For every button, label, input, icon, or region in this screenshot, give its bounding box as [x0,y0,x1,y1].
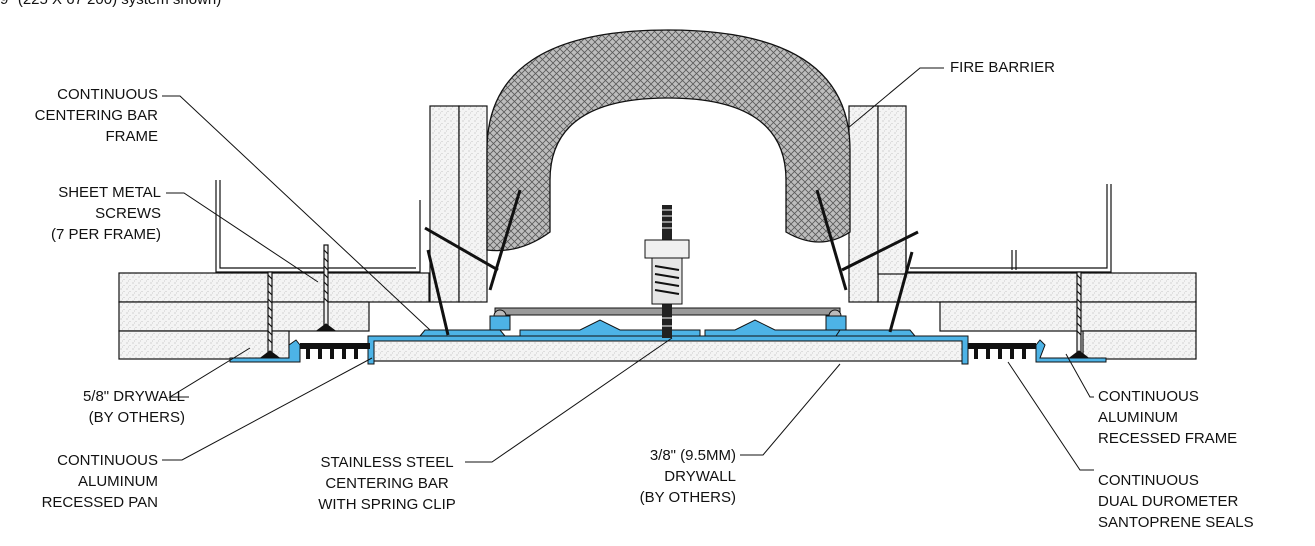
label-drywall-3-8: 3/8" (9.5MM) DRYWALL (BY OTHERS) [639,447,736,506]
label-drywall-5-8: 5/8" DRYWALL (BY OTHERS) [82,388,185,426]
drywall-left [118,272,430,360]
drywall-right [877,272,1197,360]
aluminum-recessed-frame-right [1035,339,1107,363]
fire-barrier [486,29,851,252]
seals-right [968,343,1036,359]
leader-lines [162,67,1094,471]
label-recessed-frame: CONTINUOUS ALUMINUM RECESSED FRAME [1098,388,1238,447]
aluminum-pan [367,319,969,365]
label-fire-barrier: FIRE BARRIER [950,59,1056,76]
seals-left [300,343,370,359]
label-centering-bar-frame: CONTINUOUS CENTERING BAR FRAME [34,86,158,145]
screws [260,189,1089,358]
wall-drywall-left [429,105,488,303]
metal-studs [215,180,1112,273]
label-sheet-metal-screws: SHEET METAL SCREWS (7 PER FRAME) [50,184,161,243]
label-recessed-pan: CONTINUOUS ALUMINUM RECESSED PAN [41,452,158,511]
threaded-rod [644,205,690,338]
label-seals: CONTINUOUS DUAL DUROMETER SANTOPRENE SEA… [1098,472,1254,531]
figure-caption: 9" (225 X 67 200) system shown) [0,0,221,8]
wall-drywall-right [848,105,907,303]
label-stainless-bar: STAINLESS STEEL CENTERING BAR WITH SPRIN… [318,454,456,513]
drywall-3-8-panel [371,338,965,362]
aluminum-recessed-frame-left [229,339,301,363]
